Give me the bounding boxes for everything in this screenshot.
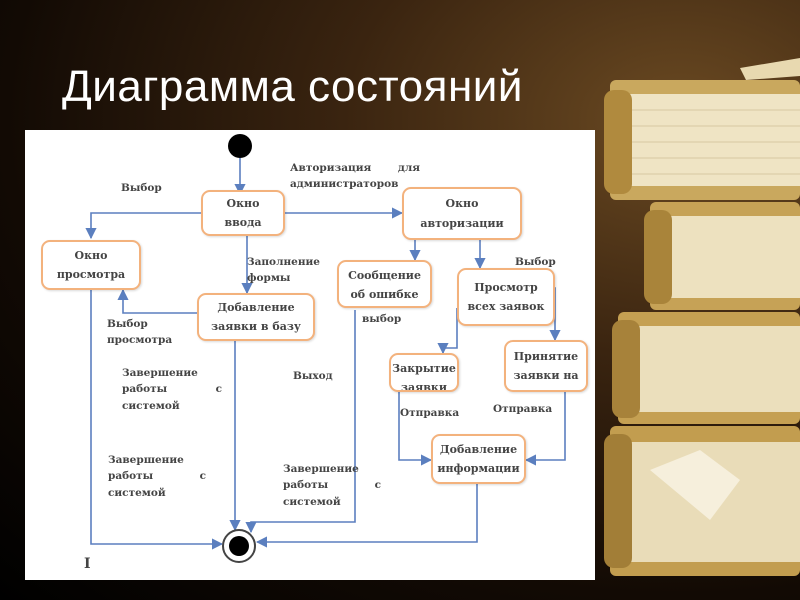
edge-addinfo-final [255, 482, 478, 548]
label-select-view-2: Выбор просмотра [107, 318, 173, 347]
edge-error-final [245, 310, 356, 534]
state-close-request: Закрытие заявки [389, 353, 459, 392]
edge-close-addinfo [398, 392, 433, 466]
state-accept-request: Принятие заявки на [504, 340, 588, 392]
label-send-2: Отправка [493, 403, 553, 415]
state-auth-window: Окно авторизации [402, 187, 522, 240]
state-diagram-panel: Окно ввода Окно авторизации Окно просмот… [25, 130, 595, 580]
diagram-arrows [85, 158, 566, 550]
label-exit: Выход [293, 370, 333, 382]
edge-view-final [90, 290, 224, 550]
state-input-window: Окно ввода [201, 190, 285, 236]
state-view-all: Просмотр всех заявок [457, 268, 555, 326]
final-state-dot [229, 536, 249, 556]
state-error-message: Сообщение об ошибке [337, 260, 432, 308]
label-send-1: Отправка [400, 407, 460, 419]
cursor-mark: I [84, 556, 91, 572]
label-select-2: Выбор [515, 256, 556, 268]
state-add-to-db: Добавление заявки в базу [197, 293, 315, 341]
label-fill-form: Заполнение формы [247, 256, 320, 285]
books-image [604, 58, 800, 576]
edge-accept-addinfo [524, 392, 566, 466]
state-view-window: Окно просмотра [41, 240, 141, 290]
label-choice: выбор [362, 313, 402, 325]
initial-state-dot [228, 134, 252, 158]
edge-viewall-close [437, 308, 458, 355]
slide-title: Диаграмма состояний [62, 62, 523, 111]
state-add-info: Добавление информации [431, 434, 526, 484]
label-select-view: Выбор [121, 182, 162, 194]
edge-input-view [85, 212, 201, 240]
edge-add-view [117, 288, 197, 314]
